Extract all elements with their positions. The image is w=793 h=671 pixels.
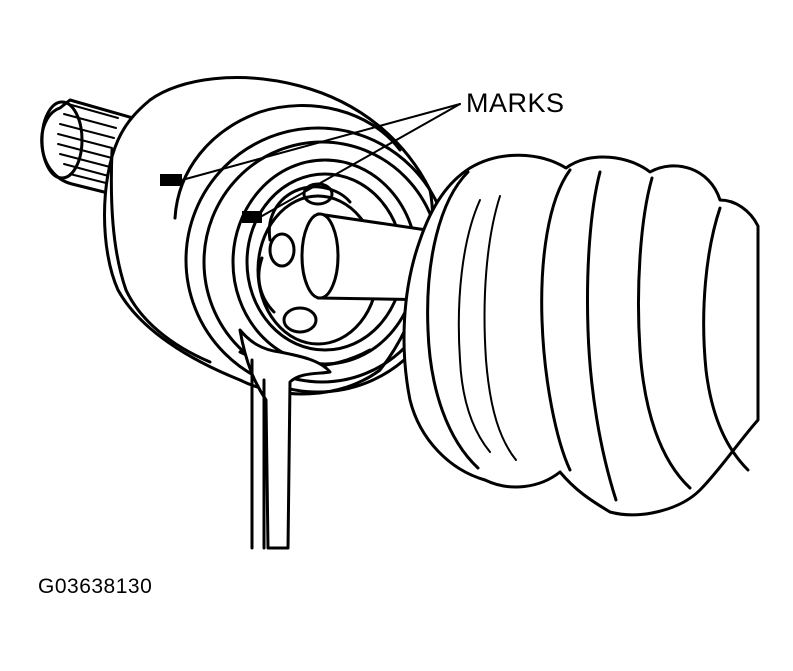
inner-race-mark	[242, 211, 262, 223]
alignment-marks	[160, 174, 262, 223]
marks-leader-lines	[181, 103, 461, 217]
marks-callout-label: MARKS	[466, 88, 565, 118]
housing-mark	[160, 174, 182, 186]
rubber-boot	[402, 153, 760, 517]
figure-id: G03638130	[38, 575, 153, 598]
pry-bar	[238, 328, 332, 550]
